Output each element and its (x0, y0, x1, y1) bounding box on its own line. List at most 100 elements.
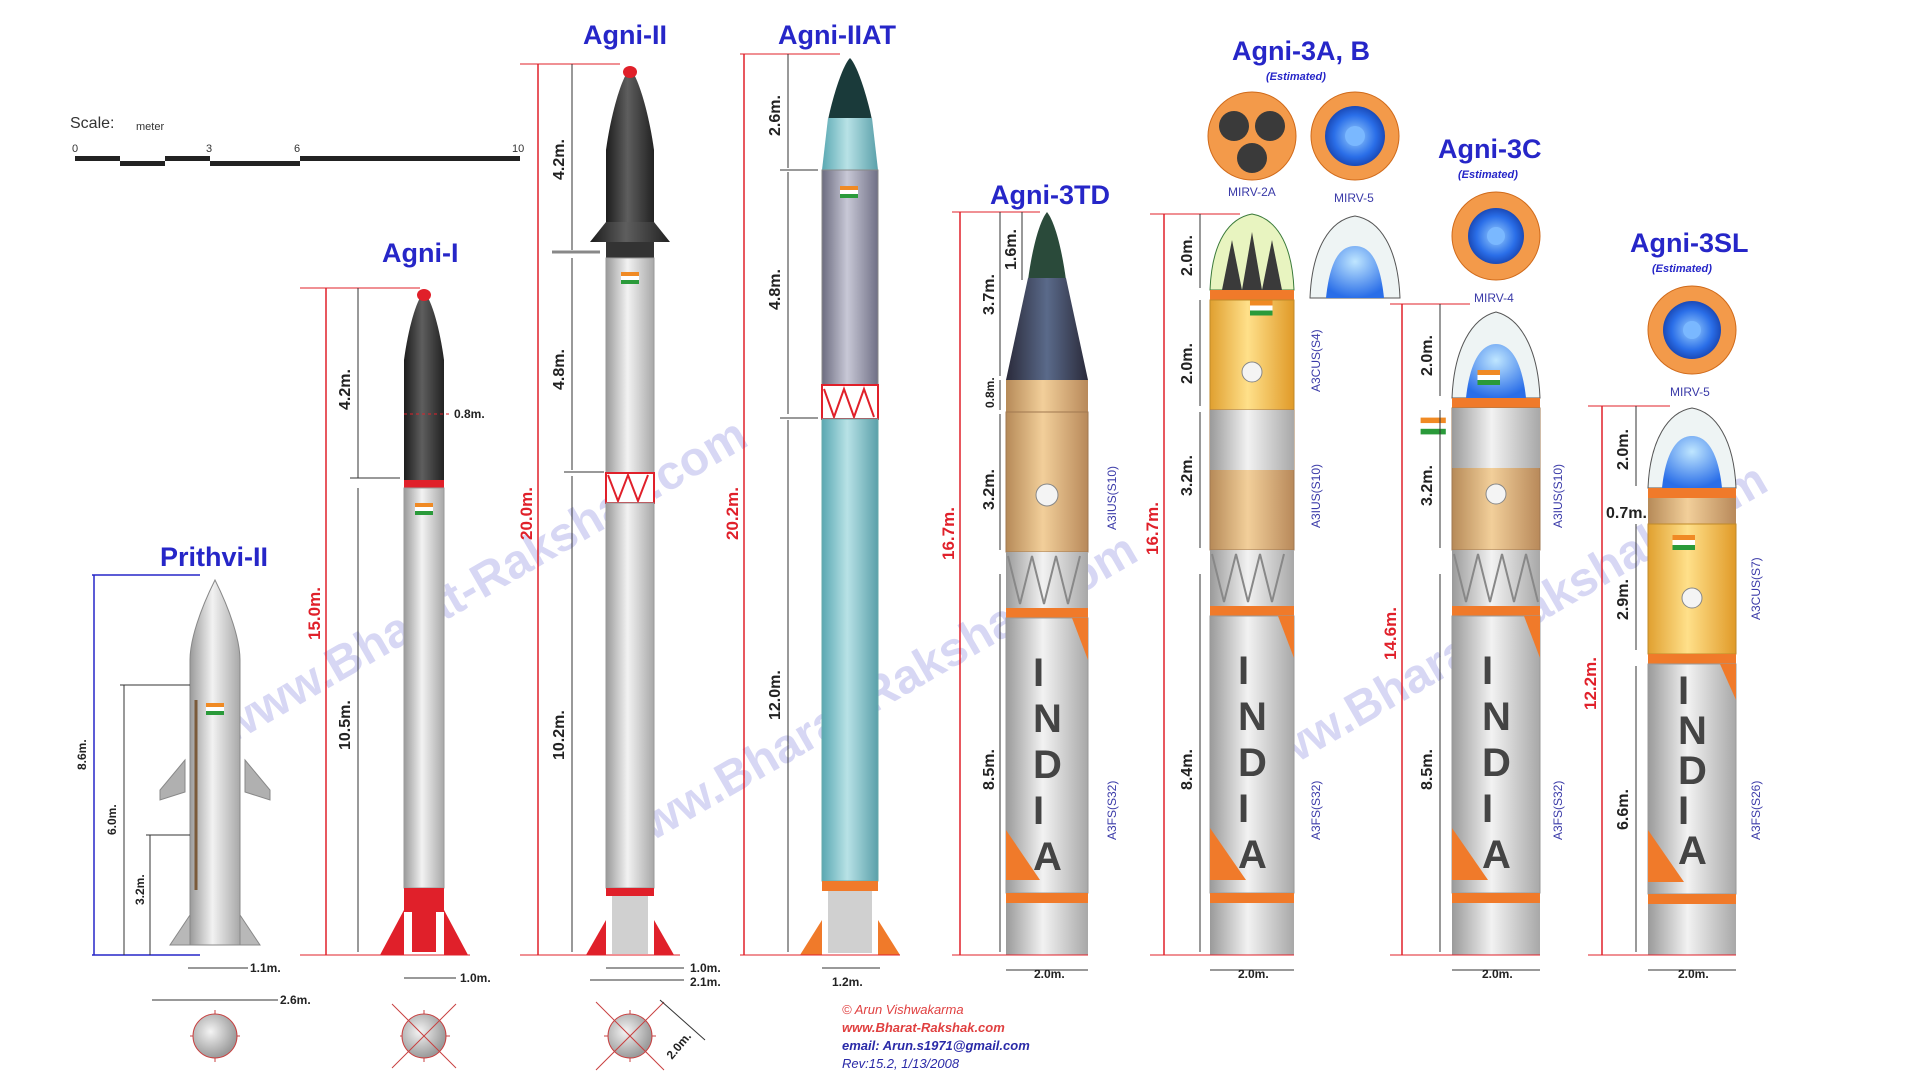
agni3c-width-dim: 2.0m. (1482, 967, 1513, 981)
agni3td-letter-2: N (1033, 697, 1062, 741)
agni3c-nose-dim: 2.0m. (1419, 335, 1436, 376)
agni3sl-letter-1: I (1678, 669, 1689, 713)
agni3c-stage-upper: A3IUS(S10) (1551, 464, 1565, 528)
missile-agni-3c: Agni-3C (Estimated) MIRV-4 I N D I A 14.… (1381, 134, 1565, 981)
agni3c-letter-5: A (1482, 833, 1511, 877)
agni3c-mirv: MIRV-4 (1474, 291, 1514, 305)
agni1-nose-dim: 4.2m. (337, 369, 354, 410)
agni3ab-letter-1: I (1238, 649, 1249, 693)
agni3sl-note: (Estimated) (1652, 263, 1712, 275)
missile-agni-iiat: Agni-IIAT 20.2m. 2.6m. 4.8m. 12.0m. 1.2m… (723, 20, 1030, 1071)
agni3td-letter-4: I (1033, 789, 1044, 833)
agni3sl-nose-dim: 2.0m. (1615, 429, 1632, 470)
agni3sl-total-dim: 12.2m. (1581, 657, 1600, 710)
agni2-total-dim: 20.0m. (517, 487, 536, 540)
agni3c-letter-4: I (1482, 787, 1493, 831)
agni3ab-note: (Estimated) (1266, 71, 1326, 83)
agni1-total-dim: 15.0m. (305, 587, 324, 640)
agni3c-letter-3: D (1482, 741, 1511, 785)
agni2-width-dim: 1.0m. (690, 961, 721, 975)
agni3ab-stage-upper: A3IUS(S10) (1309, 464, 1323, 528)
agni3sl-ring-dim: 0.7m. (1606, 505, 1647, 522)
agni3sl-stage-lower: A3FS(S26) (1749, 781, 1763, 840)
agni3td-letter-5: A (1033, 835, 1062, 879)
scale-tick-6: 6 (294, 143, 300, 155)
agni3ab-lower-dim: 8.4m. (1179, 749, 1196, 790)
agni3ab-mirv-b: MIRV-5 (1334, 191, 1374, 205)
prithvi-width-dim: 1.1m. (250, 961, 281, 975)
credit-author: © Arun Vishwakarma (842, 1002, 964, 1017)
scale-bar: Scale: meter 0 3 6 10 (70, 115, 524, 166)
agni3c-total-dim: 14.6m. (1381, 607, 1400, 660)
agni3sl-letter-4: I (1678, 789, 1689, 833)
credit-email: email: Arun.s1971@gmail.com (842, 1038, 1030, 1053)
agni3ab-upper-dim: 3.2m. (1179, 455, 1196, 496)
agni2at-mid-dim: 4.8m. (767, 269, 784, 310)
agni1-body-dim: 10.5m. (337, 700, 354, 750)
agni3td-stage-upper: A3IUS(S10) (1105, 466, 1119, 530)
agni3ab-width-dim: 2.0m. (1238, 967, 1269, 981)
prithvi-span-dim: 2.6m. (280, 993, 311, 1007)
agni3ab-nose-dim: 2.0m. (1179, 235, 1196, 276)
agni3td-nose-dim: 3.7m. (981, 274, 998, 315)
agni1-width-dim: 1.0m. (460, 971, 491, 985)
agni3td-upper-dim: 3.2m. (981, 469, 998, 510)
agni3ab-letter-3: D (1238, 741, 1267, 785)
scale-tick-3: 3 (206, 143, 212, 155)
missile-agni-i: Agni-I 15.0m. 4.2m. 10.5m. 0.8m. 1.0m. (300, 238, 491, 1069)
agni3td-stage-lower: A3FS(S32) (1105, 781, 1119, 840)
scale-label: Scale: (70, 115, 114, 132)
agni3td-title: Agni-3TD (990, 180, 1110, 210)
agni2-diag-dim: 2.0m. (664, 1029, 694, 1062)
agni3ab-title: Agni-3A, B (1232, 36, 1370, 66)
agni3sl-letter-5: A (1678, 829, 1707, 873)
agni3ab-letter-4: I (1238, 787, 1249, 831)
agni3sl-upper-dim: 2.9m. (1615, 579, 1632, 620)
agni2at-total-dim: 20.2m. (723, 487, 742, 540)
agni2at-width-dim: 1.2m. (832, 975, 863, 989)
agni3td-tip-dim: 1.6m. (1003, 229, 1020, 270)
agni3td-lower-dim: 8.5m. (981, 749, 998, 790)
agni3c-title: Agni-3C (1438, 134, 1542, 164)
agni3ab-third-dim: 2.0m. (1179, 343, 1196, 384)
agni3sl-mirv: MIRV-5 (1670, 385, 1710, 399)
agni3td-total-dim: 16.7m. (939, 507, 958, 560)
agni3c-letter-1: I (1482, 649, 1493, 693)
agni3c-letter-2: N (1482, 695, 1511, 739)
agni3td-width-dim: 2.0m. (1034, 967, 1065, 981)
agni2-span-dim: 2.1m. (690, 975, 721, 989)
scale-tick-10: 10 (512, 143, 524, 155)
prithvi-title: Prithvi-II (160, 542, 268, 572)
prithvi-body-dim: 6.0m. (105, 804, 119, 835)
watermark-1: www.Bharat-Rakshak.com (208, 408, 756, 755)
agni2at-body-dim: 12.0m. (767, 670, 784, 720)
agni3c-stage-lower: A3FS(S32) (1551, 781, 1565, 840)
missile-agni-3sl: Agni-3SL (Estimated) MIRV-5 I N D I A 12… (1581, 228, 1763, 981)
agni2-body-dim: 10.2m. (551, 710, 568, 760)
missile-prithvi-ii: Prithvi-II 8.6m. 6.0m. 3.2m. 1.1m. 2.6m. (75, 542, 311, 1062)
agni1-nosewidth-dim: 0.8m. (454, 407, 485, 421)
agni3ab-stage-lower: A3FS(S32) (1309, 781, 1323, 840)
agni3sl-width-dim: 2.0m. (1678, 967, 1709, 981)
agni2-mid-dim: 4.8m. (551, 349, 568, 390)
agni2at-title: Agni-IIAT (778, 20, 896, 50)
credit-rev: Rev:15.2, 1/13/2008 (842, 1056, 960, 1071)
agni3ab-mirv-a: MIRV-2A (1228, 185, 1276, 199)
agni3sl-letter-2: N (1678, 709, 1707, 753)
agni3ab-total-dim: 16.7m. (1143, 502, 1162, 555)
agni3td-ring-dim: 0.8m. (983, 377, 997, 408)
agni3ab-letter-5: A (1238, 833, 1267, 877)
agni3sl-lower-dim: 6.6m. (1615, 789, 1632, 830)
agni3sl-letter-3: D (1678, 749, 1707, 793)
agni2at-nose-dim: 2.6m. (767, 95, 784, 136)
agni3sl-title: Agni-3SL (1630, 228, 1749, 258)
scale-unit: meter (136, 121, 164, 133)
prithvi-total-dim: 8.6m. (75, 739, 89, 770)
missile-agni-ii: Agni-II 20.0m. 4.2m. 4.8m. 10.2m. 1.0m. … (517, 20, 721, 1071)
missile-agni-3ab: Agni-3A, B (Estimated) MIRV-2A MIRV-5 I … (1143, 36, 1401, 981)
agni3ab-stage-top: A3CUS(S4) (1309, 329, 1323, 392)
agni3td-letter-1: I (1033, 651, 1044, 695)
agni3ab-letter-2: N (1238, 695, 1267, 739)
agni3sl-stage-upper: A3CUS(S7) (1749, 557, 1763, 620)
